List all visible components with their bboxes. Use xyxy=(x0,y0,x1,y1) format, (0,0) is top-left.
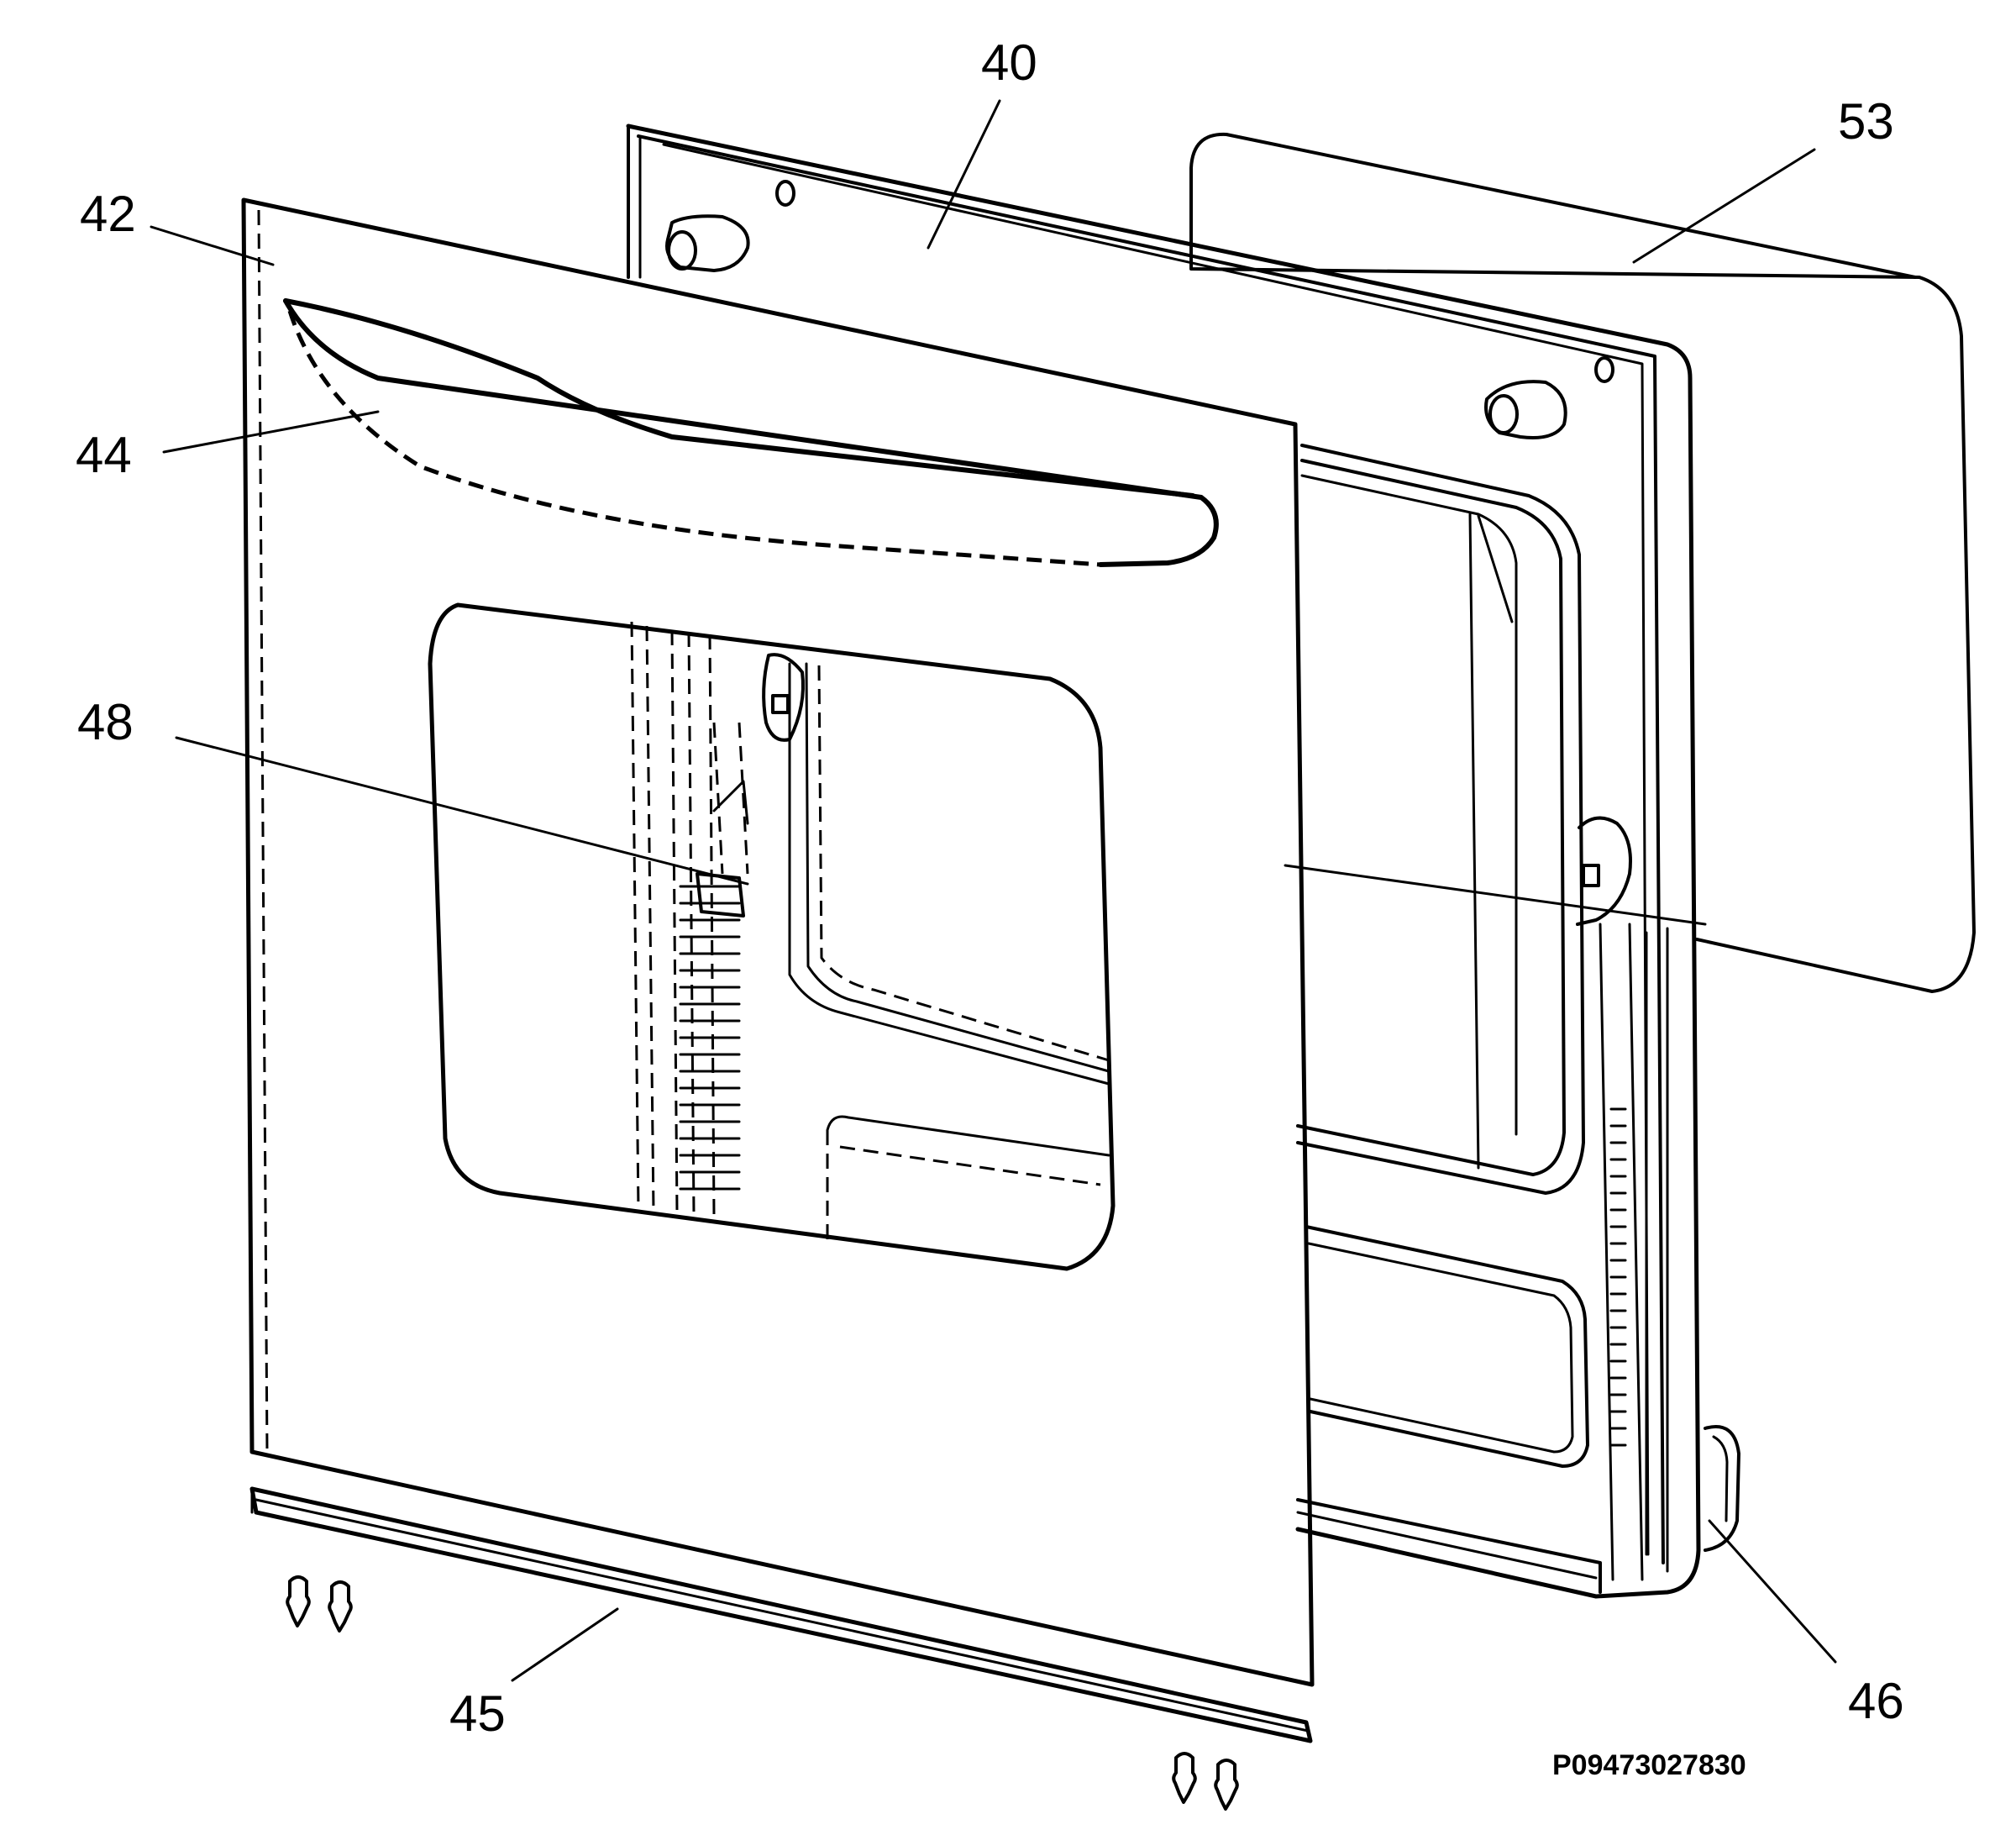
label-45: 45 xyxy=(449,1685,506,1742)
screws-left xyxy=(286,1575,353,1633)
leader-44 xyxy=(162,410,380,454)
leader-45 xyxy=(511,1607,619,1682)
door-handle-44 xyxy=(283,298,1219,567)
drawing-code: P09473027830 xyxy=(1552,1749,1746,1781)
inner-door-frame-40 xyxy=(626,124,1701,1599)
leader-48-right xyxy=(1284,864,1707,926)
label-44: 44 xyxy=(76,427,132,483)
leader-48 xyxy=(175,736,749,886)
bottom-trim-strip-45 xyxy=(249,1486,1313,1743)
label-46: 46 xyxy=(1848,1673,1904,1729)
label-40: 40 xyxy=(981,34,1037,91)
leader-46 xyxy=(1708,1519,1837,1664)
hinge-46 xyxy=(1704,1425,1740,1552)
label-42: 42 xyxy=(80,186,136,242)
door-window-48 xyxy=(428,602,1116,1271)
leader-40 xyxy=(927,99,1001,250)
leader-53 xyxy=(1632,148,1816,264)
leader-lines xyxy=(150,99,1837,1682)
label-48: 48 xyxy=(77,694,134,750)
outer-door-panel-42 xyxy=(241,197,1315,1687)
screws-right xyxy=(1172,1752,1239,1811)
leader-42 xyxy=(150,225,275,266)
label-53: 53 xyxy=(1838,93,1894,150)
rear-glass-panel-53 xyxy=(1189,132,1976,993)
